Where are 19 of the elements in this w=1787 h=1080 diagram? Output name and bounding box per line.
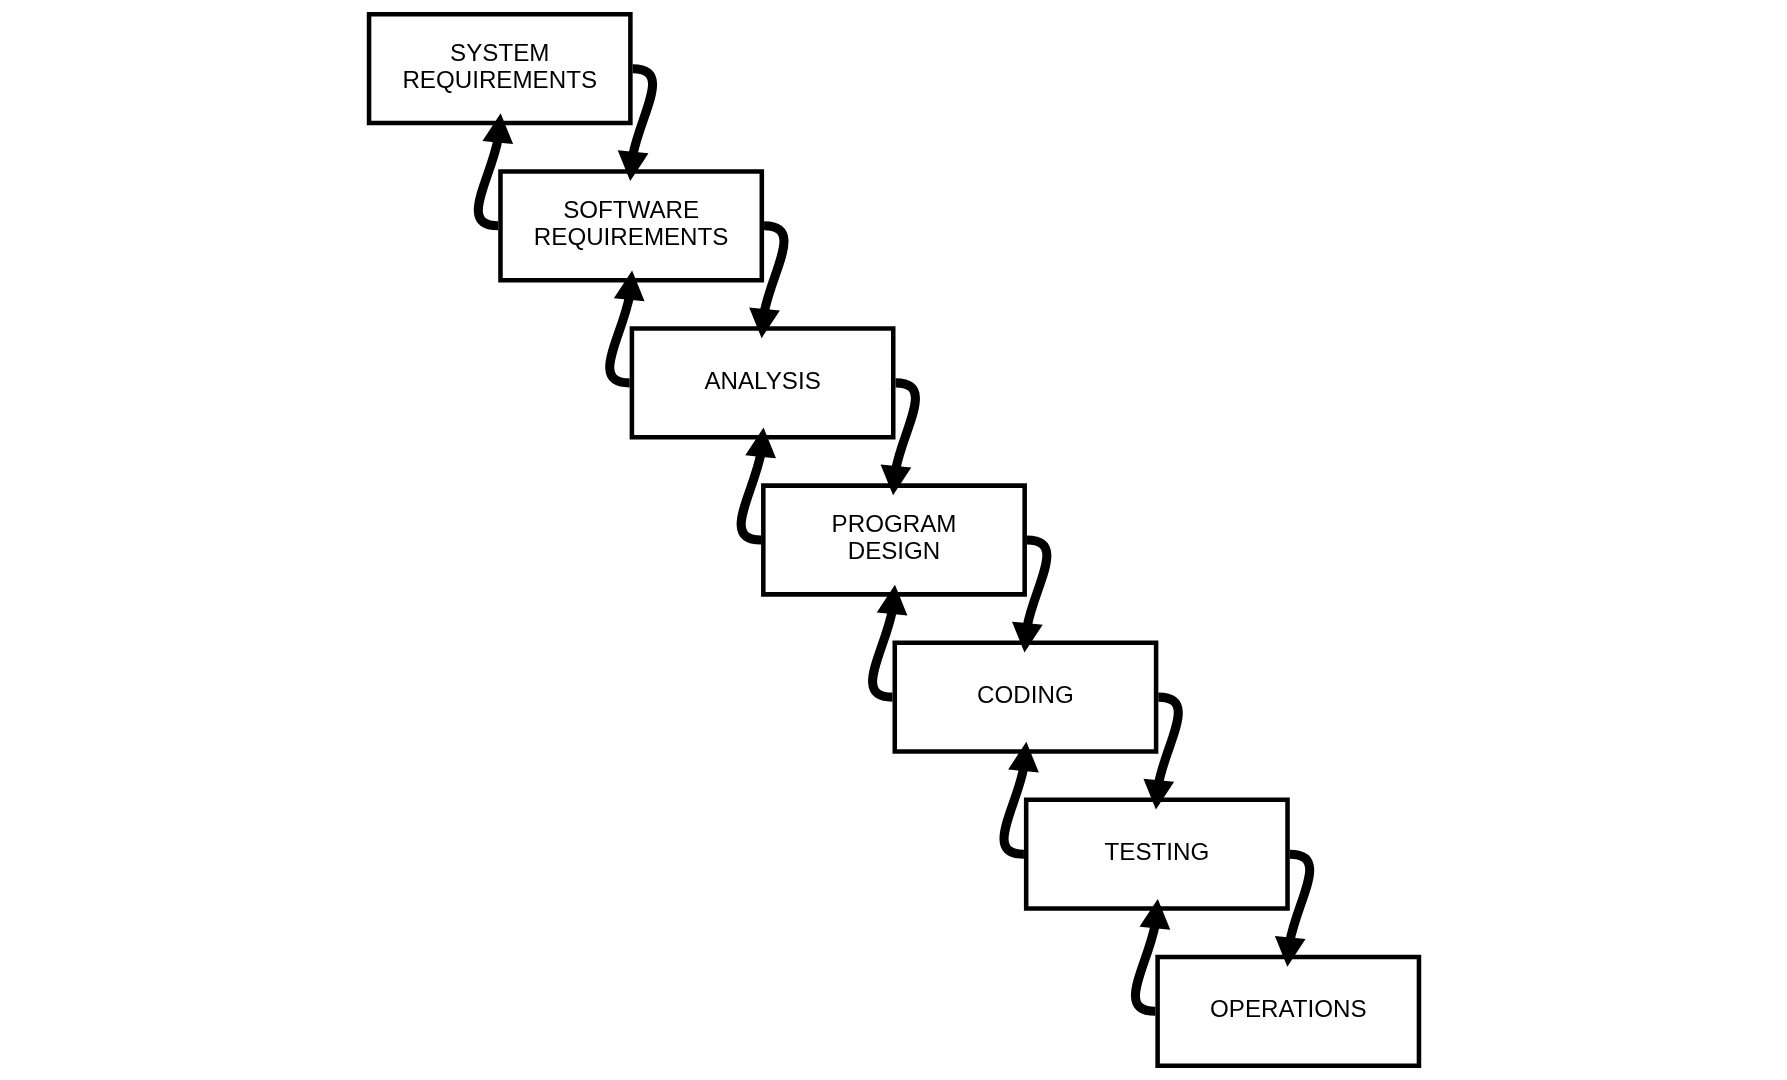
arrow <box>880 378 920 496</box>
arrow <box>473 113 513 231</box>
arrow <box>999 741 1039 859</box>
node-box: ANALYSIS <box>629 326 895 440</box>
node-box: SYSTEM REQUIREMENTS <box>366 12 633 126</box>
arrow <box>617 64 657 182</box>
arrow <box>867 584 907 702</box>
node-box: PROGRAM DESIGN <box>760 483 1027 597</box>
arrow <box>1011 535 1051 653</box>
node-box: OPERATIONS <box>1154 954 1421 1068</box>
arrow <box>736 427 776 545</box>
node-box: TESTING <box>1023 797 1290 911</box>
arrow <box>748 221 788 339</box>
node-box: SOFTWARE REQUIREMENTS <box>497 169 764 283</box>
node-box: CODING <box>892 640 1158 754</box>
arrow <box>1274 849 1314 967</box>
arrow <box>1142 692 1183 810</box>
arrow <box>1130 898 1170 1016</box>
arrow <box>604 270 645 388</box>
